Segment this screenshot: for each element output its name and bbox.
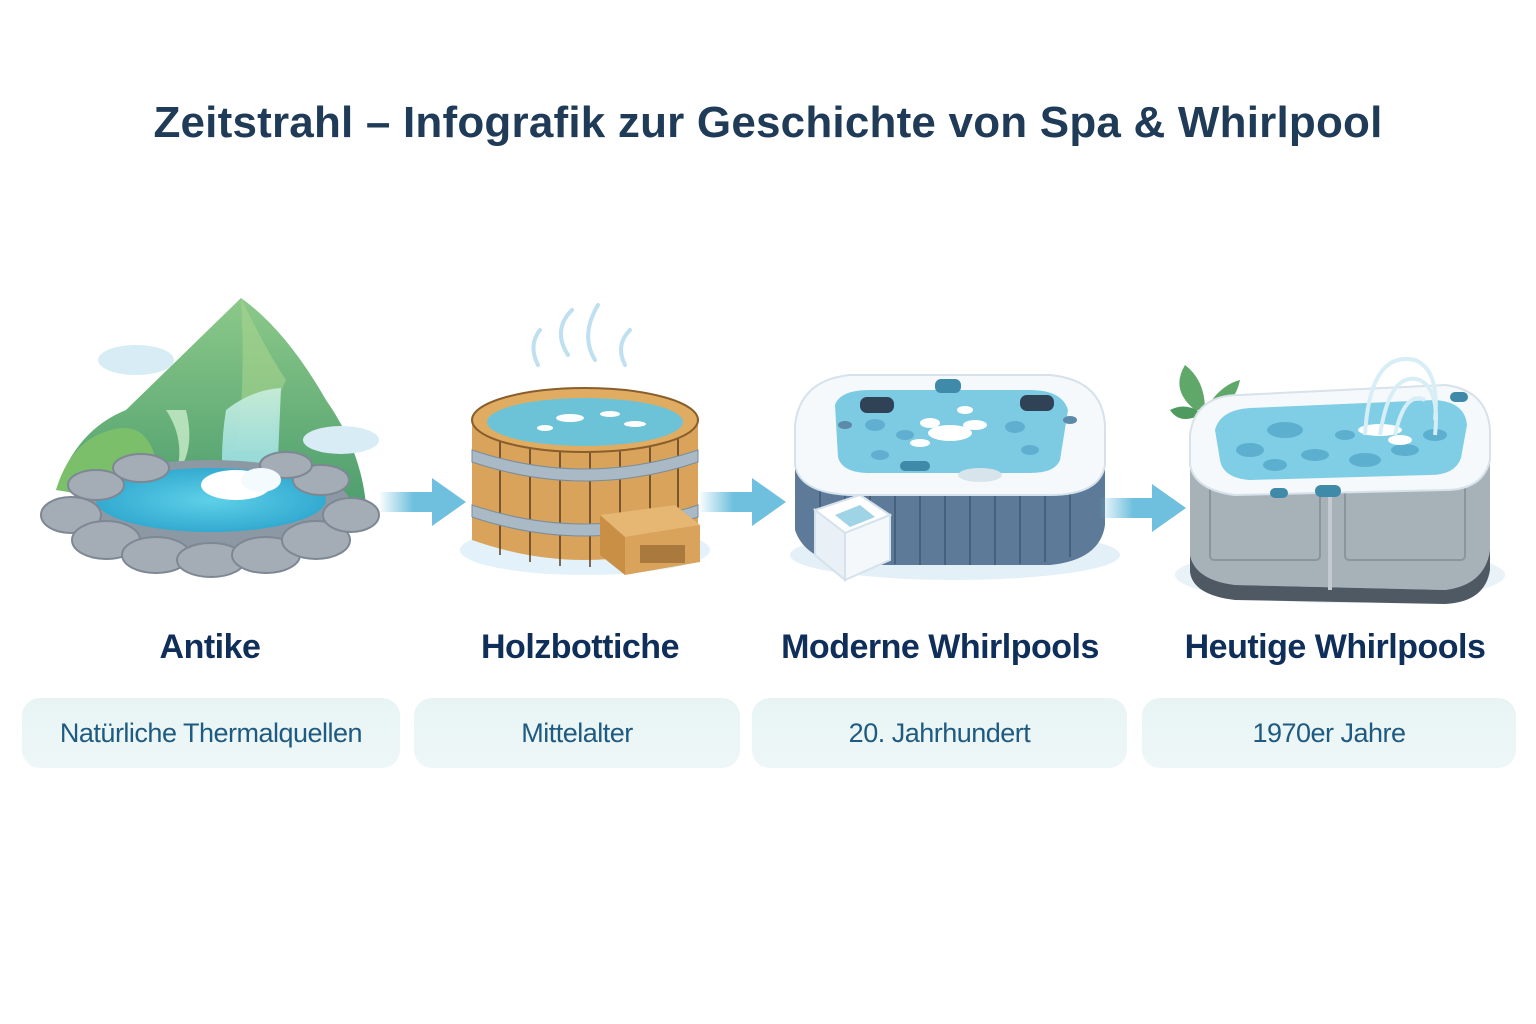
arrow-right-icon [1100, 484, 1186, 532]
period-badge-holzbottiche: Mittelalter [414, 698, 740, 768]
todays-whirlpool-icon [1170, 356, 1505, 604]
arrow-right-icon [380, 478, 466, 526]
modern-whirlpool-icon [790, 374, 1120, 583]
stage-title-antike: Antike [159, 628, 261, 666]
period-badge-antike: Natürliche Thermalquellen [22, 698, 400, 768]
arrow-right-icon [700, 478, 786, 526]
thermal-spring-icon [40, 298, 380, 578]
stage-title-holzbottiche: Holzbottiche [481, 628, 679, 666]
period-badge-heutige-whirlpools: 1970er Jahre [1142, 698, 1516, 768]
period-badge-moderne-whirlpools: 20. Jahrhundert [752, 698, 1127, 768]
stage-title-heutige-whirlpools: Heutige Whirlpools [1184, 628, 1486, 666]
page-title: Zeitstrahl – Infografik zur Geschichte v… [153, 98, 1383, 147]
stage-title-moderne-whirlpools: Moderne Whirlpools [781, 628, 1099, 666]
wooden-tub-icon [460, 303, 710, 575]
